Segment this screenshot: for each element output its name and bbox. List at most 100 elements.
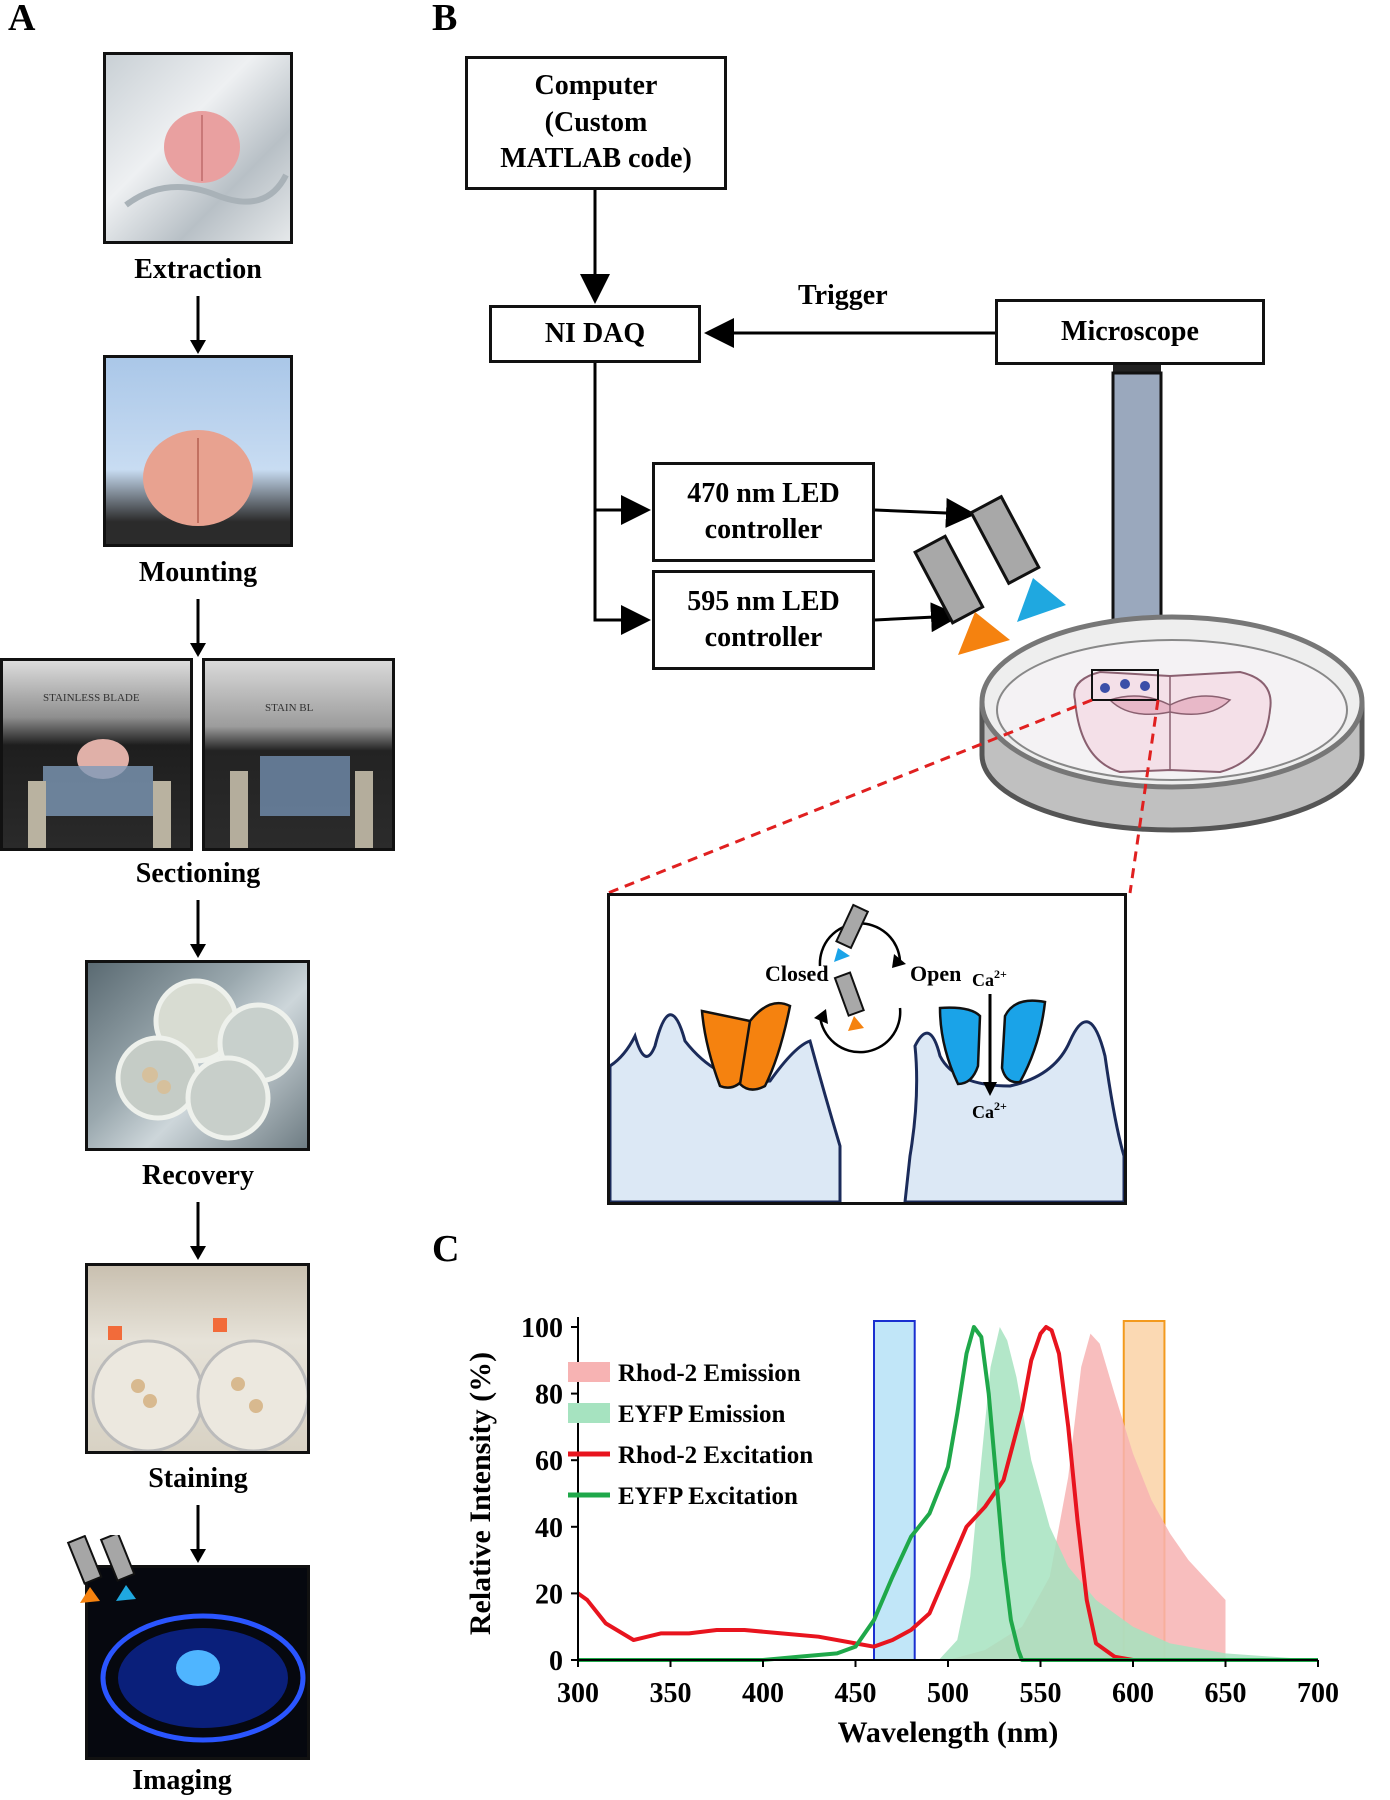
x-tick-label-3: 450 (835, 1678, 877, 1709)
series-area-0 (948, 1333, 1226, 1660)
arrow-staining-imaging (190, 1505, 206, 1563)
zoom-region-box (1091, 669, 1159, 701)
staining-label: Staining (148, 1463, 248, 1494)
orange-cone-icon (958, 612, 1010, 655)
extracted-brain-illustration (124, 111, 289, 208)
y-tick-label-4: 80 (535, 1380, 563, 1411)
open-channel-right (1000, 999, 1047, 1084)
series-area-1 (938, 1327, 1318, 1660)
panel-letter-a: A (8, 0, 36, 39)
blade-text-left: STAINLESS BLADE (43, 692, 140, 704)
sectioning-photo-left: STAINLESS BLADE (0, 658, 193, 851)
closed-label: Closed (765, 961, 829, 986)
petri-dish (979, 614, 1365, 833)
x-tick-label-8: 700 (1297, 1678, 1339, 1709)
series-line-2 (576, 1325, 1318, 1662)
inset-orange-led-icon (848, 1016, 864, 1031)
imaging-leds (66, 1535, 136, 1603)
blue-led-icon (116, 1585, 136, 1601)
sectioning-label: Sectioning (135, 858, 261, 889)
daq-label: NI DAQ (544, 317, 646, 349)
legend-label-0: Rhod-2 Emission (618, 1360, 801, 1387)
channel-inset: Closed Open Ca2+ Ca2+ (607, 893, 1127, 1205)
mounted-brain-illustration (143, 430, 253, 526)
x-axis-title: Wavelength (nm) (838, 1716, 1059, 1749)
inset-blue-led-icon (834, 948, 850, 962)
blue-cone-icon (1017, 578, 1066, 622)
staining-plate-illustration (91, 1318, 307, 1451)
zoom-line-left (607, 698, 1093, 895)
imaging-label: Imaging (132, 1765, 232, 1796)
y-tick-label-1: 20 (535, 1579, 563, 1610)
x-tick-label-7: 650 (1205, 1678, 1247, 1709)
channel-illustration: Closed Open Ca2+ Ca2+ (610, 903, 1124, 1202)
y-tick-label-5: 100 (521, 1313, 563, 1344)
microscope-objective (1110, 365, 1164, 661)
legend-label-1: EYFP Emission (618, 1401, 785, 1428)
series-line-3 (578, 1325, 1318, 1662)
led-595-line-2: controller (704, 622, 823, 653)
calcium-bottom-label: Ca2+ (972, 1099, 1007, 1122)
arrow-extraction-mounting (190, 296, 206, 354)
x-tick-label-6: 600 (1112, 1678, 1154, 1709)
y-tick-label-0: 0 (549, 1646, 563, 1677)
orange-led-icon (80, 1587, 100, 1603)
left-cell-membrane (610, 1013, 842, 1202)
x-tick-label-2: 400 (742, 1678, 784, 1709)
y-tick-label-2: 40 (535, 1513, 563, 1544)
open-channel-left (938, 1006, 982, 1086)
legend-swatch-0 (568, 1362, 610, 1382)
spectra-series (576, 1325, 1318, 1662)
sectioning-photo-right: STAIN BL (202, 658, 395, 851)
x-tick-label-5: 550 (1020, 1678, 1062, 1709)
microscope-label: Microscope (1061, 315, 1199, 347)
recovery-label: Recovery (142, 1160, 254, 1191)
arrow-recovery-staining (190, 1202, 206, 1260)
daq-box: NI DAQ (489, 305, 701, 363)
mounting-label: Mounting (138, 557, 258, 588)
computer-line-3: MATLAB code) (500, 143, 692, 175)
arrow-sectioning-recovery (190, 900, 206, 958)
y-axis-title: Relative Intensity (%) (464, 1352, 497, 1635)
blade-illustration-right: STAIN BL (230, 702, 373, 848)
led-470-line-2: controller (704, 514, 823, 545)
x-tick-label-0: 300 (557, 1678, 599, 1709)
led-470-controller-box: 470 nm LED controller (652, 462, 875, 562)
legend-label-2: Rhod-2 Excitation (618, 1442, 813, 1469)
blade-text-right: STAIN BL (265, 702, 314, 714)
panel-letter-b: B (432, 0, 458, 39)
zoom-line-right (1128, 699, 1160, 894)
led-595-line-1: 595 nm LED (687, 585, 840, 617)
setup-connectors (580, 190, 1365, 895)
daq-595-arrow (593, 360, 651, 635)
extraction-photo (103, 52, 293, 244)
led-595-controller-box: 595 nm LED controller (652, 570, 875, 670)
right-cell-membrane (903, 1020, 1124, 1202)
computer-line-2: (Custom (544, 106, 648, 138)
open-label: Open (910, 961, 961, 986)
closed-channel-right (738, 1001, 792, 1091)
legend-label-3: EYFP Excitation (618, 1483, 798, 1510)
led-595-device (913, 534, 1010, 655)
595-led-arrow (874, 602, 961, 633)
imaging-dish-illustration (100, 1613, 306, 1743)
panel-letter-c: C (432, 1228, 460, 1270)
computer-line-1: Computer (534, 70, 658, 102)
blade-illustration-left: STAINLESS BLADE (28, 692, 171, 848)
staining-photo (85, 1263, 310, 1454)
calcium-top-label: Ca2+ (972, 967, 1007, 990)
legend-swatch-1 (568, 1403, 610, 1423)
470-led-arrow (874, 498, 976, 528)
mounting-photo (103, 355, 293, 547)
recovery-chamber-illustration (115, 978, 299, 1141)
extraction-label: Extraction (134, 254, 262, 285)
led-470-line-1: 470 nm LED (687, 477, 840, 509)
x-tick-label-4: 500 (927, 1678, 969, 1709)
microscope-box: Microscope (995, 299, 1265, 365)
led-470-device (969, 494, 1066, 622)
arrow-mounting-sectioning (190, 599, 206, 657)
y-tick-label-3: 60 (535, 1446, 563, 1477)
trigger-label: Trigger (798, 280, 888, 311)
